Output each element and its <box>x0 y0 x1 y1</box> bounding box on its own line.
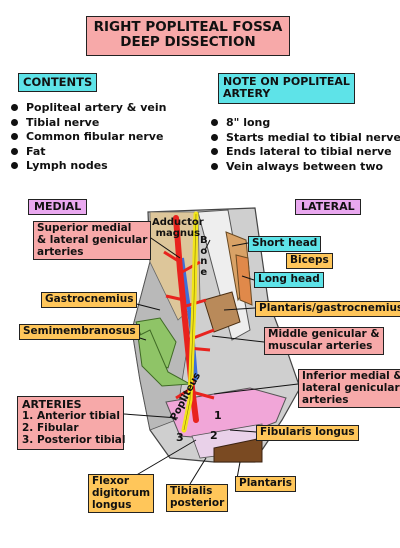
superior-genicular-branches <box>163 250 207 308</box>
number-2-label: 2 <box>210 429 218 442</box>
leader-line <box>223 307 256 311</box>
adductor-magnus-label: Adductor magnus <box>152 217 204 239</box>
number-3-label: 3 <box>176 431 184 444</box>
note-list: 8" long Starts medial to tibial nerve En… <box>210 116 400 174</box>
list-item: Fat <box>10 145 166 160</box>
note-header: NOTE ON POPLITEAL ARTERY <box>218 73 355 104</box>
popliteal-artery <box>173 215 199 423</box>
leader-line <box>189 457 207 485</box>
leader-line <box>204 239 211 251</box>
bullet-icon <box>211 148 218 155</box>
biceps-long-head-muscle <box>235 254 253 306</box>
plantaris-stump <box>203 291 241 333</box>
leader-line <box>229 429 257 433</box>
arteries-box: ARTERIES 1. Anterior tibial 2. Fibular 3… <box>17 396 126 450</box>
list-item: Ends lateral to tibial nerve <box>210 145 400 160</box>
list-item: Common fibular nerve <box>10 130 166 145</box>
flexor-digitorum-longus-label: Flexor digitorum longus <box>88 474 155 514</box>
contents-header: CONTENTS <box>18 73 98 92</box>
plantaris-gastrocnemius-label: Plantaris/gastrocnemius <box>255 301 400 317</box>
plantaris-lower-muscle <box>213 437 263 463</box>
superior-genicular-label: Superior medial & lateral genicular arte… <box>33 221 152 261</box>
fibularis-longus-label: Fibularis longus <box>256 425 359 441</box>
bullet-icon <box>11 162 18 169</box>
bone-label: B o n e <box>200 235 208 278</box>
inferior-genicular-label: Inferior medial & lateral genicular arte… <box>298 369 400 409</box>
leader-line <box>127 439 197 481</box>
list-item: Vein always between two <box>210 160 400 175</box>
leader-lines <box>116 235 299 485</box>
list-item: Lymph nodes <box>10 159 166 174</box>
list-item: Popliteal artery & vein <box>10 101 166 116</box>
tibialis-posterior-label: Tibialis posterior <box>166 484 229 512</box>
tibial-nerve-outline <box>183 213 197 431</box>
long-head-label: Long head <box>254 272 324 288</box>
biceps-label: Biceps <box>286 253 333 269</box>
gastrocnemius-label: Gastrocnemius <box>41 292 138 308</box>
middle-genicular-label: Middle genicular & muscular arteries <box>264 327 384 355</box>
title-line-2: DEEP DISSECTION <box>120 34 256 51</box>
leader-line <box>213 383 299 395</box>
leader-line <box>147 235 181 259</box>
list-item: 8" long <box>210 116 400 131</box>
number-1-label: 1 <box>214 409 222 422</box>
bullet-icon <box>11 104 18 111</box>
short-head-label: Short head <box>248 236 322 252</box>
bullet-icon <box>11 147 18 155</box>
bullet-icon <box>211 133 218 141</box>
leader-line <box>241 275 255 281</box>
medial-label: MEDIAL <box>28 199 88 216</box>
lateral-label: LATERAL <box>295 199 361 216</box>
leader-line <box>231 242 249 247</box>
semimembranosus-label: Semimembranosus <box>19 324 140 340</box>
contents-list: Popliteal artery & vein Tibial nerve Com… <box>10 101 166 174</box>
list-item: Starts medial to tibial nerve <box>210 131 400 146</box>
bullet-icon <box>211 162 218 170</box>
list-item: Tibial nerve <box>10 116 166 131</box>
bullet-icon <box>11 133 18 140</box>
bullet-icon <box>211 119 218 126</box>
page-title: RIGHT POPLITEAL FOSSA DEEP DISSECTION <box>86 16 290 56</box>
plantaris-label: Plantaris <box>235 476 296 492</box>
bullet-icon <box>11 118 18 126</box>
title-line-1: RIGHT POPLITEAL FOSSA <box>93 19 283 35</box>
leader-line <box>211 335 265 343</box>
leader-line <box>123 413 179 419</box>
